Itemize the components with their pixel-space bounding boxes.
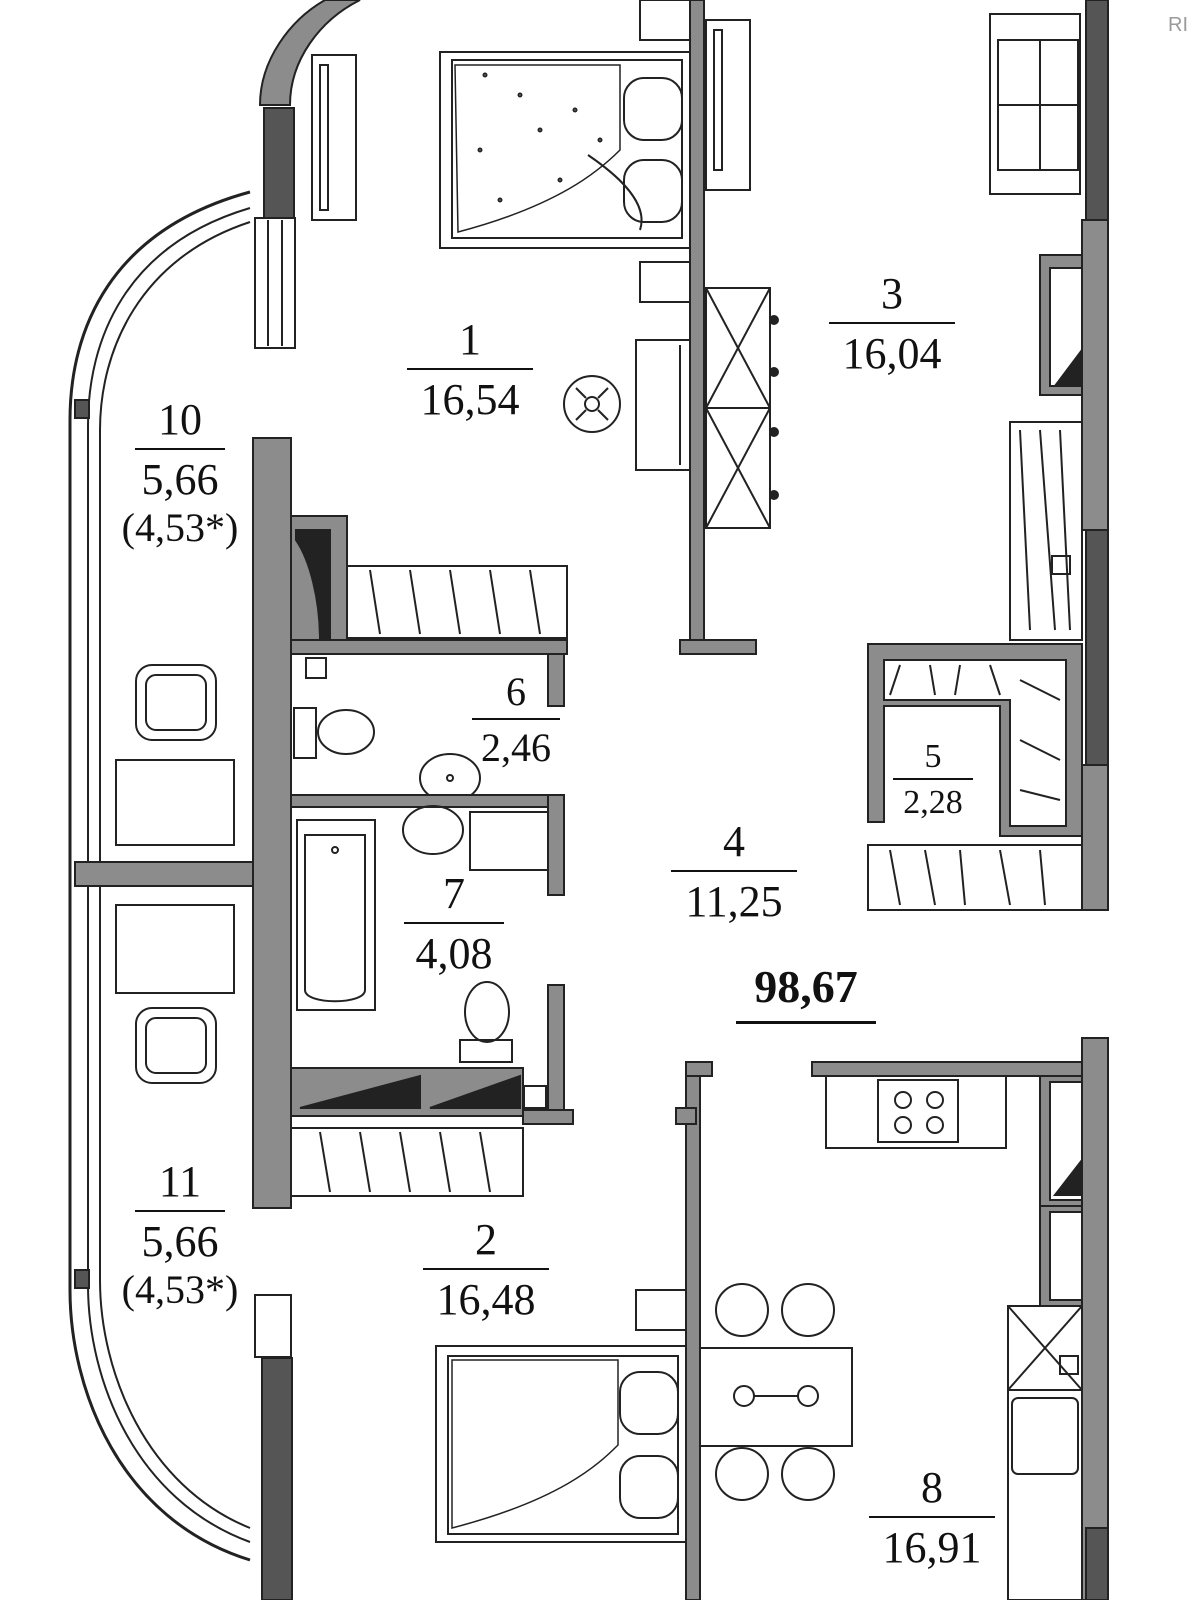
room-10-area: 5,66 — [141, 455, 219, 504]
room-5-number: 5 — [924, 738, 942, 775]
total-area-value: 98,67 — [754, 961, 858, 1012]
closet-room5 — [867, 643, 1083, 911]
room-1-area: 16,54 — [420, 375, 520, 424]
room-2-label: 2 16,48 — [416, 1218, 556, 1322]
balcony-outline — [68, 190, 251, 1562]
room3-right-wall — [989, 0, 1109, 911]
ceiling-light-symbol — [563, 375, 621, 433]
room-1-label: 1 16,54 — [400, 318, 540, 422]
room-4-label: 4 11,25 — [664, 820, 804, 924]
watermark: RI — [1168, 14, 1188, 36]
wall-room1-room3 — [689, 0, 705, 641]
balcony-divider — [74, 861, 254, 887]
closet-room3 — [705, 19, 779, 529]
bed-room1 — [439, 51, 691, 249]
room-6-label: 6 2,46 — [466, 672, 566, 768]
dining-table — [699, 1283, 853, 1501]
room-6-number: 6 — [506, 669, 526, 714]
room-7-label: 7 4,08 — [396, 872, 512, 976]
room-6-area: 2,46 — [481, 725, 551, 770]
room-5-label: 5 2,28 — [888, 740, 978, 820]
room-3-area: 16,04 — [842, 329, 942, 378]
room-2-area: 16,48 — [436, 1275, 536, 1324]
room-2-number: 2 — [475, 1215, 497, 1264]
room-8-label: 8 16,91 — [862, 1466, 1002, 1600]
room-10-reduced-area: (4,53*) — [121, 505, 239, 550]
room-11-label: 11 5,66 (4,53*) — [100, 1160, 260, 1310]
room-10-label: 10 5,66 (4,53*) — [100, 398, 260, 548]
room-8-number: 8 — [921, 1466, 943, 1512]
wall-room2-room8 — [685, 1061, 701, 1600]
room-11-number: 11 — [158, 1157, 202, 1206]
bathroom-7 — [290, 794, 574, 1197]
kitchen-counter — [811, 1037, 1109, 1600]
room-1-number: 1 — [459, 315, 481, 364]
room-5-area: 2,28 — [903, 784, 963, 821]
total-area: 98,67 — [736, 960, 876, 1024]
bathroom-6 — [290, 515, 568, 808]
bed-room2 — [435, 1345, 687, 1543]
room-3-label: 3 16,04 — [822, 272, 962, 376]
room-4-number: 4 — [723, 817, 745, 866]
balcony-furniture — [115, 664, 235, 1084]
room-11-area: 5,66 — [141, 1217, 219, 1266]
room-3-number: 3 — [881, 269, 903, 318]
room-10-number: 10 — [158, 395, 202, 444]
lower-left-wall — [261, 1357, 293, 1600]
room-8-area: 16,91 — [882, 1523, 982, 1572]
room-11-reduced-area: (4,53*) — [121, 1267, 239, 1312]
room-4-area: 11,25 — [685, 877, 783, 926]
top-curved-wall — [254, 0, 361, 349]
room-7-number: 7 — [443, 869, 465, 918]
room-7-area: 4,08 — [415, 929, 493, 978]
main-left-wall — [252, 437, 292, 1209]
